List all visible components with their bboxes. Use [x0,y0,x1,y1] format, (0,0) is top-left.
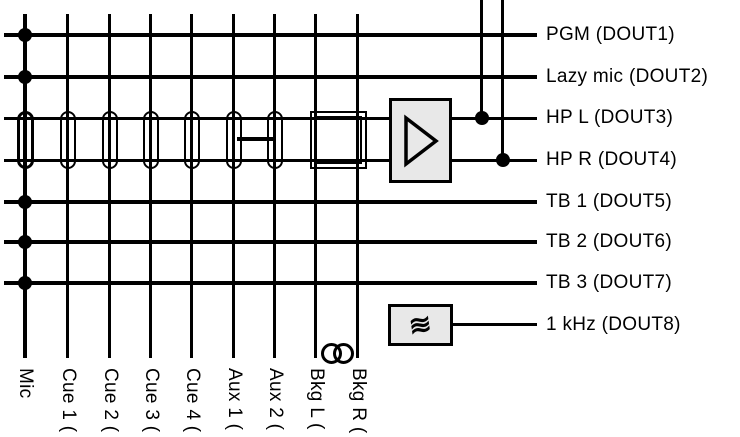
tb3-line [4,281,537,285]
hp-l-return-line [480,0,483,120]
hp-r-return-line [501,0,504,162]
input-line-mic [23,14,27,358]
hp-r-line-out [451,159,537,162]
hp-l-line-out [451,117,537,120]
stereo-link-icon-right [333,343,354,364]
crosspoint-dot-mic-lazy [18,70,32,84]
tb2-line [4,240,537,244]
level-pot-cue1 [60,111,76,169]
level-pot-cue3 [143,111,159,169]
output-label-hp-r: HP R (DOUT4) [546,149,677,170]
tone-line [452,323,537,326]
level-pot-cue4 [184,111,200,169]
crosspoint-dot-mic-tb2 [18,235,32,249]
bkg-stereo-pot-inner [315,116,362,164]
input-label-mic: Mic [15,368,36,399]
output-label-tone: 1 kHz (DOUT8) [546,314,681,335]
input-label-cue2: Cue 2 ( [100,368,121,433]
input-label-cue1: Cue 1 ( [58,368,79,433]
level-pot-cue2 [102,111,118,169]
input-line-cue2 [108,14,111,358]
crosspoint-dot-mic-tb3 [18,276,32,290]
level-pot-mic [17,111,34,169]
input-line-cue3 [149,14,152,358]
input-label-cue4: Cue 4 ( [182,368,203,433]
input-line-aux2 [273,14,276,358]
output-label-tb1: TB 1 (DOUT5) [546,191,673,212]
input-line-bkg-r [356,14,359,358]
input-label-cue3: Cue 3 ( [141,368,162,433]
input-label-bkg-r: Bkg R ( [348,368,369,434]
input-line-cue4 [190,14,193,358]
output-label-tb2: TB 2 (DOUT6) [546,231,673,252]
tb1-line [4,200,537,204]
crosspoint-dot-mic-pgm [18,28,32,42]
input-label-aux1: Aux 1 ( [224,368,245,431]
aux-gang-link-bar [237,137,273,141]
junction-dot-hp-l [475,111,489,125]
lazy-mic-line [4,75,537,79]
junction-dot-hp-r [496,153,510,167]
output-label-hp-l: HP L (DOUT3) [546,107,674,128]
headphone-amp-block [389,98,452,183]
tone-generator-block: ≋ [388,304,453,346]
crosspoint-dot-mic-tb1 [18,195,32,209]
input-label-bkg-l: Bkg L ( [306,368,327,430]
output-label-pgm: PGM (DOUT1) [546,24,675,45]
input-line-cue1 [66,14,69,358]
amplifier-icon [403,113,439,168]
pgm-line [4,33,537,37]
input-line-aux1 [232,14,235,358]
output-label-lazy: Lazy mic (DOUT2) [546,66,709,87]
input-line-bkg-l [314,14,317,358]
sine-wave-icon: ≋ [407,308,434,341]
bkg-stereo-pot-outer [310,111,367,169]
input-label-aux2: Aux 2 ( [265,368,286,431]
output-label-tb3: TB 3 (DOUT7) [546,272,673,293]
